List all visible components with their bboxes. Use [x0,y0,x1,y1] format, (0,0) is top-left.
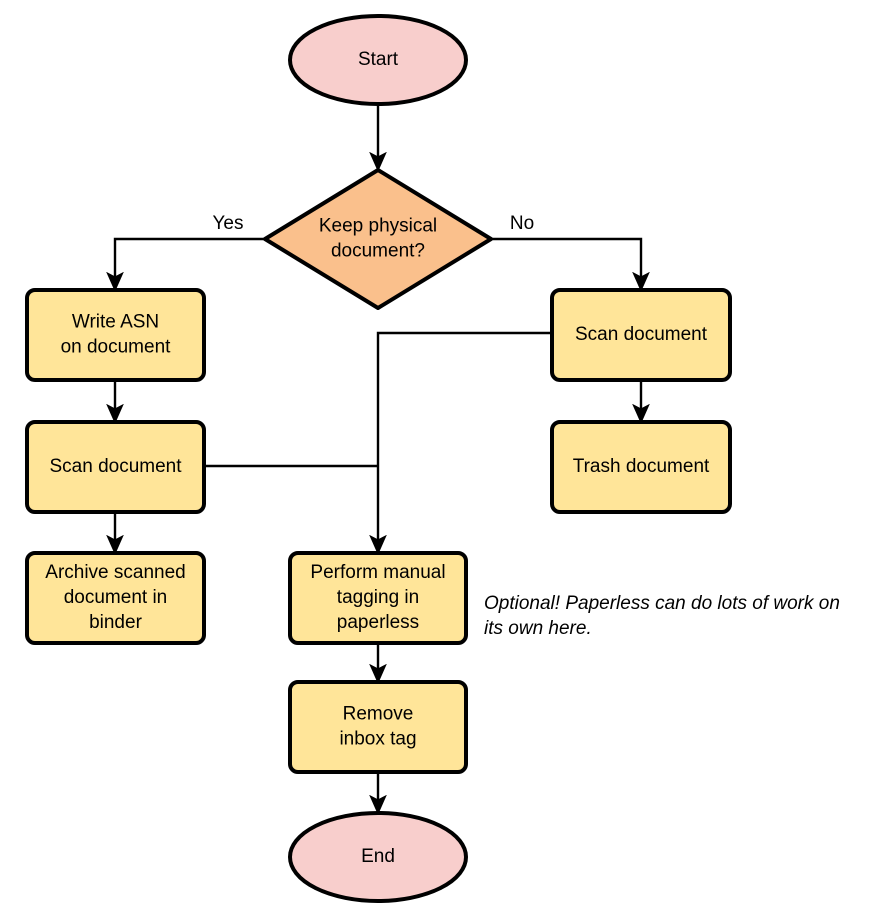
edge-line [106,237,265,292]
edge-line [491,237,650,292]
edges-layer: Yes No [106,104,650,815]
edge-decision-no-to-scan-right: No [491,213,650,292]
edge-scan-right-to-manual-tagging [369,331,552,555]
node-scan-document-left[interactable]: Scan document [25,420,206,514]
node-start[interactable]: Start [288,14,468,106]
node-shape-ellipse[interactable] [288,811,468,903]
annotations-layer: Optional! Paperless can do lots of work … [484,593,840,639]
annotation-line: Optional! Paperless can do lots of work … [484,593,840,614]
edge-line [369,331,552,555]
annotation-optional-note: Optional! Paperless can do lots of work … [484,593,840,639]
node-trash-document[interactable]: Trash document [550,420,732,514]
node-shape-rect[interactable] [25,551,206,645]
node-end[interactable]: End [288,811,468,903]
edge-label-yes: Yes [213,213,244,234]
node-shape-rect[interactable] [288,680,468,774]
node-shape-rect[interactable] [25,288,206,382]
node-shape-rect[interactable] [550,288,732,382]
node-shape-rect[interactable] [550,420,732,514]
edge-label-no: No [510,213,534,234]
node-shape-diamond[interactable] [263,168,493,310]
node-shape-rect[interactable] [288,551,468,645]
edge-decision-yes-to-write-asn: Yes [106,213,265,292]
annotation-line: its own here. [484,618,592,639]
node-scan-document-right[interactable]: Scan document [550,288,732,382]
node-shape-ellipse[interactable] [288,14,468,106]
node-shape-rect[interactable] [25,420,206,514]
